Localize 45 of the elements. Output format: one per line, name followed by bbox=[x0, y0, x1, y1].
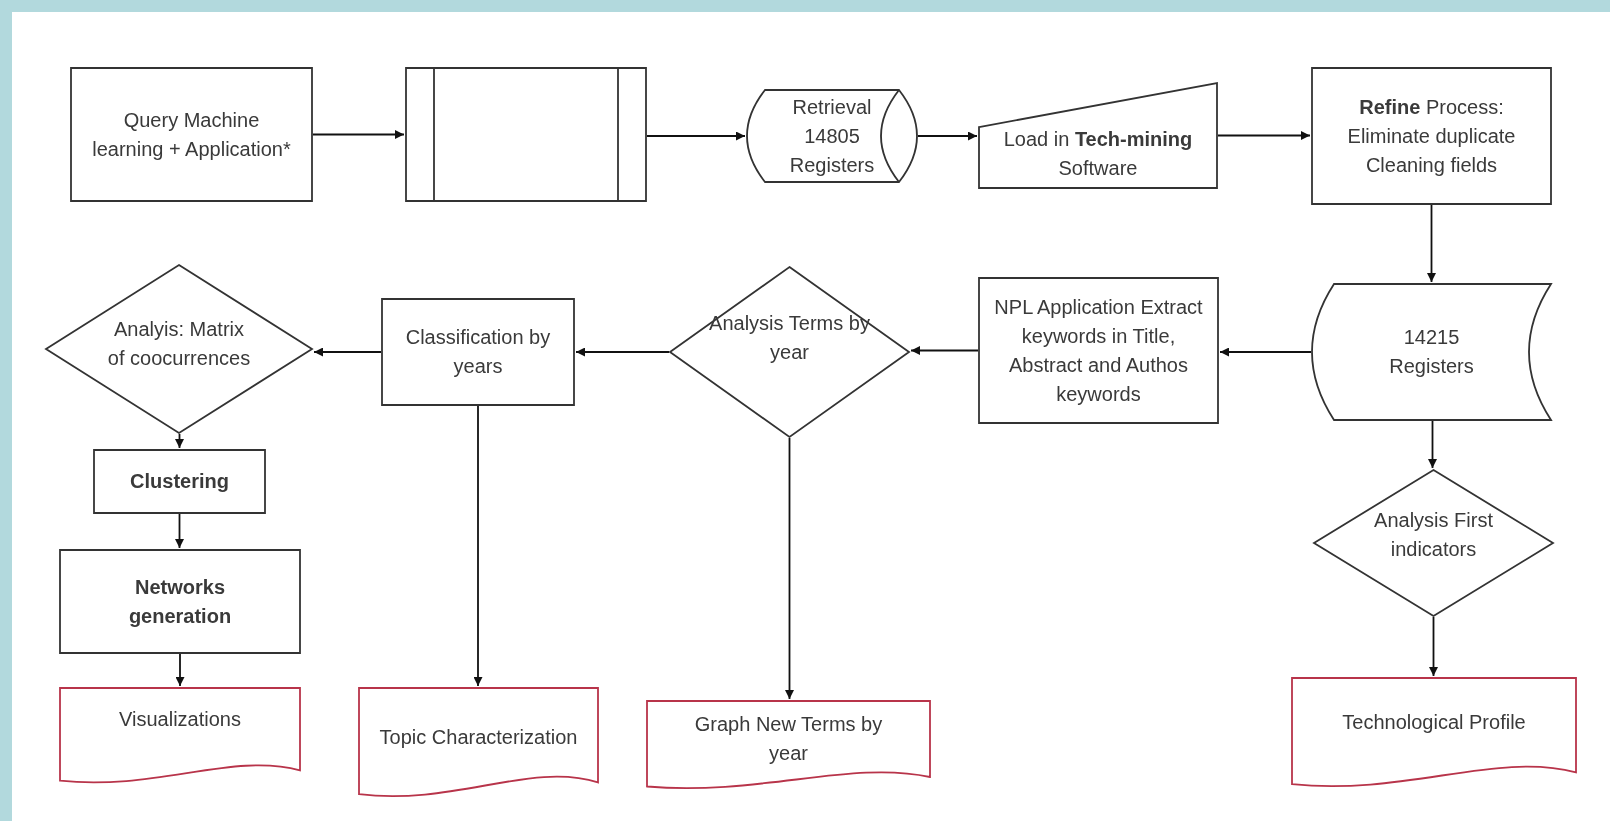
node-text: Analysis First indicators bbox=[1373, 508, 1494, 562]
node-text: Analysis Terms by year bbox=[708, 311, 871, 365]
process-box bbox=[94, 450, 265, 513]
process-box bbox=[979, 278, 1218, 423]
decision-diamond bbox=[46, 265, 312, 433]
decision-diamond bbox=[670, 267, 909, 437]
node-text: Visualizations bbox=[119, 707, 241, 732]
decision-diamond bbox=[1314, 470, 1553, 616]
arrow bbox=[1429, 616, 1438, 677]
arrow bbox=[917, 131, 978, 141]
arrow bbox=[785, 437, 794, 700]
arrow bbox=[312, 130, 405, 139]
node-text: NPL Application Extract keywords in Title, Abstract and Authos keywords bbox=[993, 294, 1204, 407]
node-text: Retrieval 14805 Registers bbox=[788, 94, 876, 178]
node-text: Networks generation bbox=[127, 574, 233, 629]
node-text: Analyis: Matrix of coocurrences bbox=[106, 317, 252, 371]
node-text: Query Machine learning + Application* bbox=[91, 107, 292, 162]
node-text: Classification by years bbox=[404, 325, 552, 379]
arrow bbox=[1428, 420, 1437, 469]
stored-data-shape bbox=[1312, 284, 1551, 420]
node-text: Refine Process: Eliminate duplicate Cleaning fields bbox=[1346, 94, 1517, 178]
node-text: Load in Tech-mining Software bbox=[1003, 126, 1193, 181]
arrow bbox=[1427, 204, 1436, 283]
manual-input-shape bbox=[979, 83, 1217, 188]
stored-data-shape bbox=[747, 90, 917, 182]
predefined-process-box bbox=[406, 68, 646, 201]
arrow bbox=[175, 513, 184, 549]
arrow bbox=[646, 131, 746, 141]
arrow bbox=[175, 433, 184, 449]
process-box bbox=[1312, 68, 1551, 204]
node-text: Technological Profile bbox=[1342, 709, 1526, 735]
arrow bbox=[175, 653, 185, 687]
node-text: Clustering bbox=[130, 469, 229, 494]
process-box bbox=[71, 68, 312, 201]
process-box bbox=[382, 299, 574, 405]
node-text: Graph New Terms by year bbox=[693, 711, 884, 766]
arrow bbox=[910, 346, 979, 355]
arrow bbox=[313, 347, 382, 357]
arrow bbox=[473, 405, 483, 687]
process-box bbox=[60, 550, 300, 653]
arrow bbox=[1217, 131, 1311, 140]
arrow bbox=[1219, 347, 1312, 357]
node-text: 14215 Registers bbox=[1388, 325, 1475, 379]
node-text: Topic Characterization bbox=[379, 724, 578, 750]
arrow bbox=[575, 347, 670, 357]
